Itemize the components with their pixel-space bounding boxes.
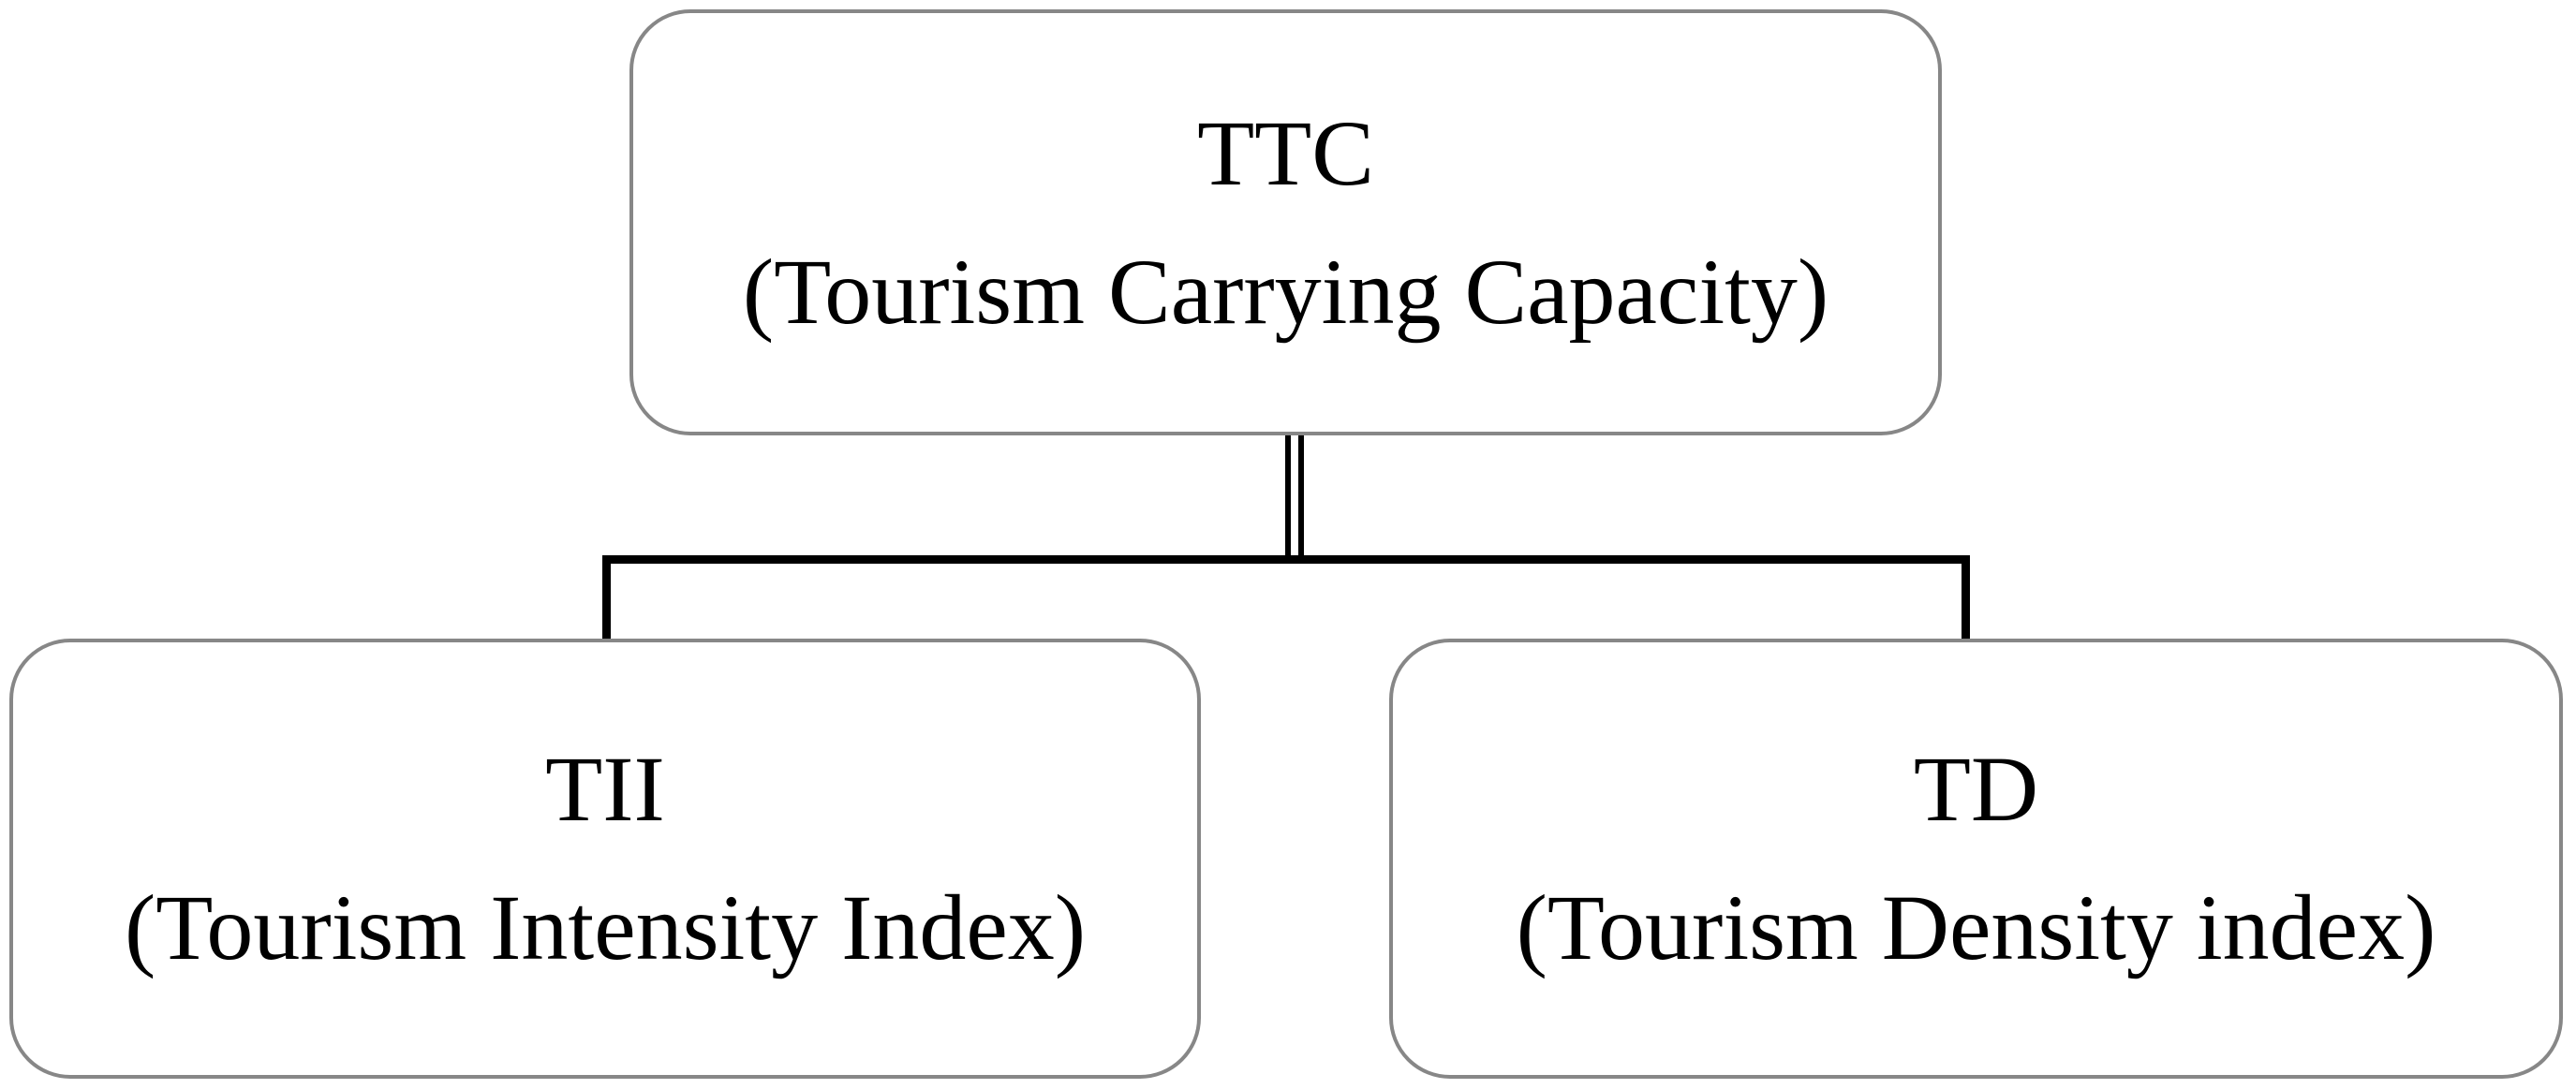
- node-ttc-full-name: (Tourism Carrying Capacity): [742, 239, 1829, 344]
- connector-right-drop: [1962, 555, 1970, 642]
- connector-left-drop: [602, 555, 611, 642]
- node-td: TD (Tourism Density index): [1389, 639, 2563, 1079]
- node-ttc: TTC (Tourism Carrying Capacity): [629, 9, 1942, 435]
- node-tii-full-name: (Tourism Intensity Index): [124, 876, 1087, 979]
- node-tii: TII (Tourism Intensity Index): [9, 639, 1201, 1079]
- node-ttc-abbreviation: TTC: [1197, 100, 1374, 205]
- connector-crossbar: [604, 555, 1970, 564]
- node-tii-abbreviation: TII: [545, 737, 665, 841]
- node-td-full-name: (Tourism Density index): [1516, 876, 2436, 979]
- connector-double-line: [1285, 435, 1304, 563]
- node-td-abbreviation: TD: [1913, 737, 2039, 841]
